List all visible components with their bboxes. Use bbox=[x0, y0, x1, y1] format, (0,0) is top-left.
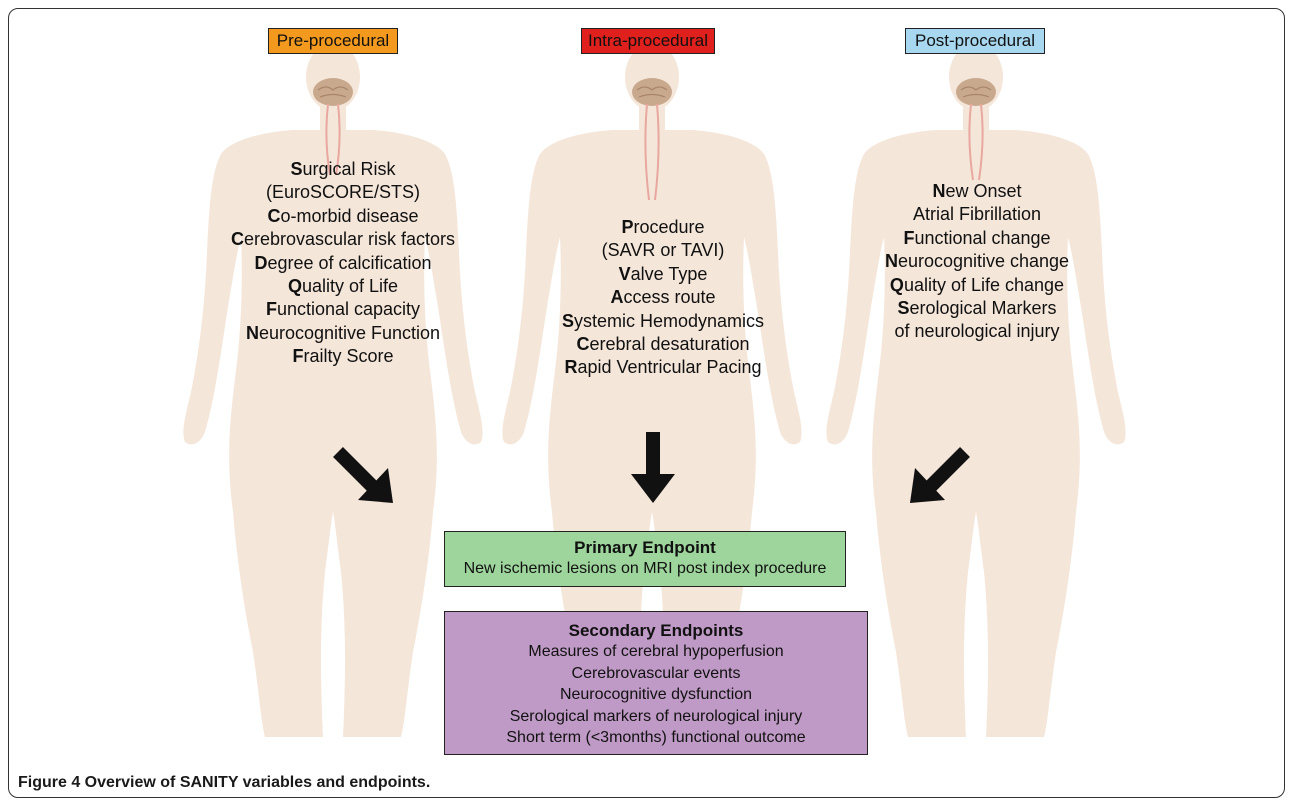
list-item: Serological Markers bbox=[897, 298, 1057, 319]
list-item: Atrial Fibrillation bbox=[912, 204, 1042, 225]
list-item: Co-morbid disease bbox=[267, 205, 419, 226]
list-item: Measures of cerebral hypoperfusion bbox=[528, 643, 784, 660]
list-item: Frailty Score bbox=[292, 346, 394, 367]
intra-procedural-variables: Procedure (SAVR or TAVI) Valve Type Acce… bbox=[528, 216, 798, 380]
list-item: Procedure bbox=[621, 217, 705, 237]
list-item: Access route bbox=[610, 287, 716, 308]
post-procedural-variables: New Onset Atrial Fibrillation Functional… bbox=[857, 180, 1097, 344]
arrow-down-icon bbox=[631, 432, 675, 503]
list-item: New Onset bbox=[932, 181, 1022, 201]
list-item: Valve Type bbox=[618, 263, 708, 284]
vessel-lines bbox=[325, 103, 984, 201]
arrow-down-right-icon bbox=[333, 447, 393, 503]
list-item: Serological markers of neurological inju… bbox=[509, 707, 803, 725]
list-item: Functional capacity bbox=[265, 299, 421, 320]
silhouette-post bbox=[826, 43, 1126, 737]
arrow-down-left-icon bbox=[910, 447, 970, 503]
list-item: Neurocognitive change bbox=[884, 251, 1070, 272]
silhouette-pre bbox=[183, 43, 483, 737]
brain-icon bbox=[632, 78, 672, 106]
list-item: Cerebral desaturation bbox=[576, 334, 750, 355]
pre-procedural-variables: Surgical Risk (EuroSCORE/STS) Co-morbid … bbox=[208, 158, 478, 369]
list-item: Quality of Life change bbox=[889, 274, 1065, 295]
header-intra-procedural: Intra-procedural bbox=[581, 28, 715, 54]
secondary-endpoints-title: Secondary Endpoints bbox=[568, 621, 744, 640]
list-item: Rapid Ventricular Pacing bbox=[564, 357, 762, 378]
list-item: of neurological injury bbox=[894, 321, 1060, 342]
list-item: Cerebrovascular events bbox=[571, 664, 741, 682]
list-item: Quality of Life bbox=[287, 276, 399, 297]
list-item: Degree of calcification bbox=[254, 252, 432, 273]
list-item: Surgical Risk bbox=[290, 159, 396, 179]
primary-endpoint-text: New ischemic lesions on MRI post index p… bbox=[463, 560, 827, 577]
secondary-endpoints-box: Secondary Endpoints Measures of cerebral… bbox=[444, 611, 868, 755]
list-item: Short term (<3months) functional outcome bbox=[506, 729, 806, 746]
figure-caption: Figure 4 Overview of SANITY variables an… bbox=[18, 774, 431, 791]
header-pre-procedural: Pre-procedural bbox=[268, 28, 398, 54]
list-item: (SAVR or TAVI) bbox=[601, 240, 725, 261]
primary-endpoint-box: Primary Endpoint New ischemic lesions on… bbox=[444, 531, 846, 587]
brain-icon bbox=[956, 78, 996, 106]
primary-endpoint-title: Primary Endpoint bbox=[574, 538, 716, 557]
list-item: (EuroSCORE/STS) bbox=[265, 182, 421, 203]
list-item: Neurocognitive dysfunction bbox=[559, 686, 753, 703]
list-item: Systemic Hemodynamics bbox=[561, 310, 765, 331]
header-post-procedural: Post-procedural bbox=[905, 28, 1045, 54]
list-item: Neurocognitive Function bbox=[245, 322, 441, 343]
list-item: Cerebrovascular risk factors bbox=[230, 229, 456, 250]
list-item: Functional change bbox=[903, 227, 1051, 248]
brain-icon bbox=[313, 78, 353, 106]
